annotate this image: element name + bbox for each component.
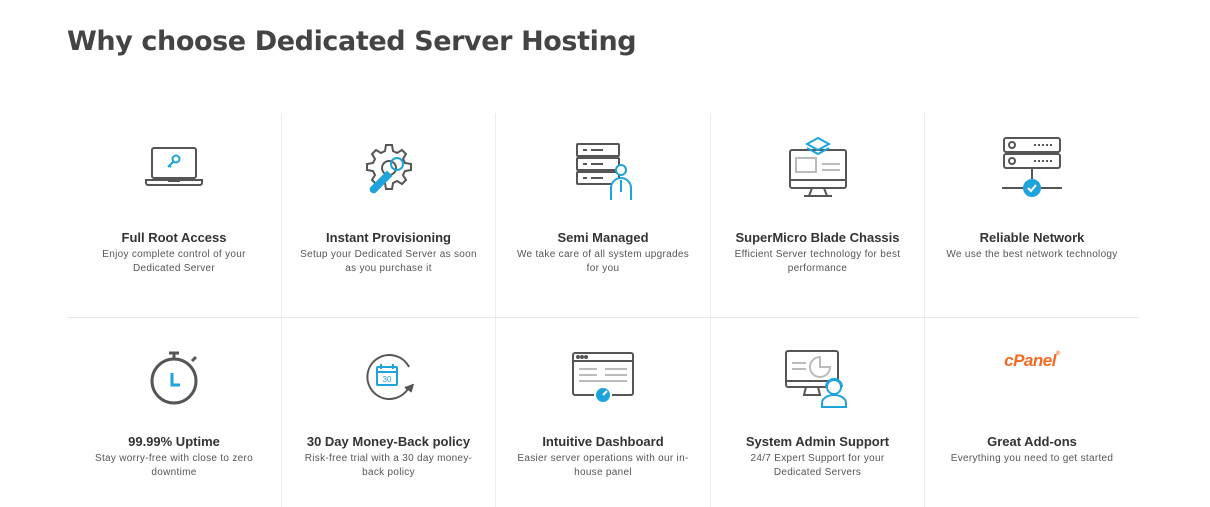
feature-title: SuperMicro Blade Chassis (735, 230, 900, 245)
feature-description: We use the best network technology (946, 249, 1118, 260)
registered-mark: ® (1055, 351, 1060, 357)
feature-description: We take care of all system upgrades for … (516, 249, 690, 274)
feature-title: Full Root Access (121, 230, 227, 245)
dashboard-window-icon (567, 341, 639, 413)
feature-title: 99.99% Uptime (128, 434, 220, 449)
monitor-support-agent-icon (782, 341, 854, 413)
feature-intuitive-dashboard: Intuitive Dashboard Easier server operat… (495, 318, 710, 507)
feature-title: 30 Day Money-Back policy (306, 434, 471, 449)
feature-description: Easier server operations with our in-hou… (517, 453, 689, 478)
cpanel-logo-text: cPanel (1004, 351, 1056, 370)
feature-title: Intuitive Dashboard (542, 434, 664, 449)
feature-title: System Admin Support (745, 434, 890, 449)
server-network-check-icon (996, 136, 1068, 208)
feature-title: Great Add-ons (987, 434, 1077, 449)
feature-title: Reliable Network (979, 230, 1085, 245)
feature-description: Setup your Dedicated Server as soon as y… (300, 249, 477, 274)
feature-reliable-network: Reliable Network We use the best network… (924, 113, 1139, 318)
calendar-refresh-icon: 30 (353, 341, 425, 413)
feature-system-admin-support: System Admin Support 24/7 Expert Support… (710, 318, 924, 507)
cpanel-logo: cPanel® (1004, 351, 1060, 371)
server-person-icon (567, 136, 639, 208)
feature-semi-managed: Semi Managed We take care of all system … (495, 113, 710, 318)
feature-description: Enjoy complete control of your Dedicated… (102, 249, 246, 274)
feature-description: 24/7 Expert Support for your Dedicated S… (750, 453, 885, 478)
feature-title: Instant Provisioning (326, 230, 451, 245)
feature-uptime: 99.99% Uptime Stay worry-free with close… (67, 318, 281, 507)
gear-wrench-icon (353, 136, 425, 208)
page-title: Why choose Dedicated Server Hosting (67, 26, 637, 57)
calendar-day-label: 30 (382, 375, 391, 384)
stopwatch-icon (138, 341, 210, 413)
feature-supermicro-blade-chassis: SuperMicro Blade Chassis Efficient Serve… (710, 113, 924, 318)
feature-full-root-access: Full Root Access Enjoy complete control … (67, 113, 281, 318)
feature-money-back: 30 30 Day Money-Back policy Risk-free tr… (281, 318, 495, 507)
feature-title: Semi Managed (557, 230, 649, 245)
feature-description: Everything you need to get started (950, 453, 1114, 464)
laptop-key-icon (138, 136, 210, 208)
feature-description: Stay worry-free with close to zero downt… (94, 453, 254, 478)
features-grid: Full Root Access Enjoy complete control … (67, 113, 1139, 507)
monitor-layers-icon (782, 136, 854, 208)
feature-description: Risk-free trial with a 30 day money-back… (304, 453, 473, 478)
feature-description: Efficient Server technology for best per… (734, 249, 901, 274)
feature-instant-provisioning: Instant Provisioning Setup your Dedicate… (281, 113, 495, 318)
feature-great-add-ons: cPanel® Great Add-ons Everything you nee… (924, 318, 1139, 507)
